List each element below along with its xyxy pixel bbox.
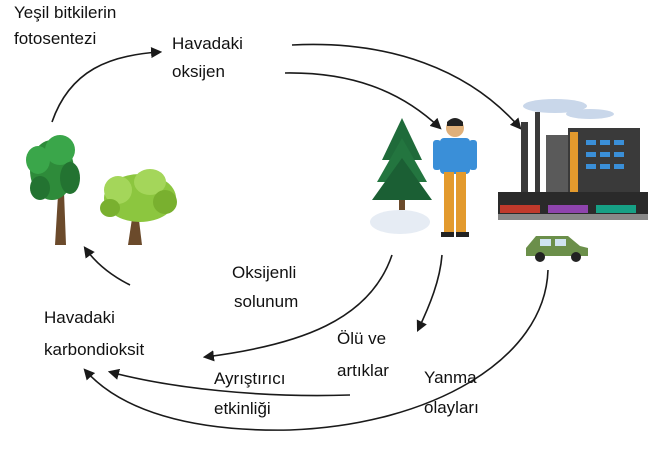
combustion-label-line1: Yanma bbox=[424, 368, 477, 387]
arrow-person-to-dead bbox=[416, 254, 443, 333]
arrow-respiration-to-co2 bbox=[202, 254, 393, 362]
broadleaf-tree-icon bbox=[100, 169, 177, 245]
person-icon bbox=[433, 118, 477, 237]
pine-tree-icon bbox=[370, 118, 432, 234]
dead-label-line2: artıklar bbox=[337, 361, 389, 380]
decomposer-label-line1: Ayrıştırıcı bbox=[214, 369, 286, 388]
air-co2-label-line2: karbondioksit bbox=[44, 340, 145, 359]
arrow-oxygen-to-person bbox=[284, 72, 442, 130]
arrow-oxygen-to-factory bbox=[291, 43, 522, 130]
cycle-arrows bbox=[51, 43, 549, 431]
air-co2-label-line1: Havadaki bbox=[44, 308, 115, 327]
photosynthesis-label-line2: fotosentezi bbox=[14, 29, 97, 48]
car-icon bbox=[526, 236, 588, 262]
arrow-combustion-to-co2 bbox=[83, 269, 549, 431]
decomposer-label-line2: etkinliği bbox=[214, 399, 271, 418]
respiration-label-line2: solunum bbox=[234, 292, 299, 311]
dead-label-line1: Ölü ve bbox=[337, 329, 387, 348]
respiration-label-line1: Oksijenli bbox=[232, 263, 297, 282]
factory-icon bbox=[498, 99, 648, 220]
photosynthesis-label-line1: Yeşil bitkilerin bbox=[14, 3, 117, 22]
arrow-co2-to-trees bbox=[83, 246, 131, 286]
arrow-photosynthesis-to-oxygen bbox=[51, 46, 163, 123]
arrow-decomposer-to-co2 bbox=[107, 368, 351, 397]
air-oxygen-label-line2: oksijen bbox=[172, 62, 225, 81]
air-oxygen-label-line1: Havadaki bbox=[172, 34, 243, 53]
deciduous-tree-icon bbox=[26, 135, 80, 245]
combustion-label-line2: olayları bbox=[424, 398, 479, 417]
